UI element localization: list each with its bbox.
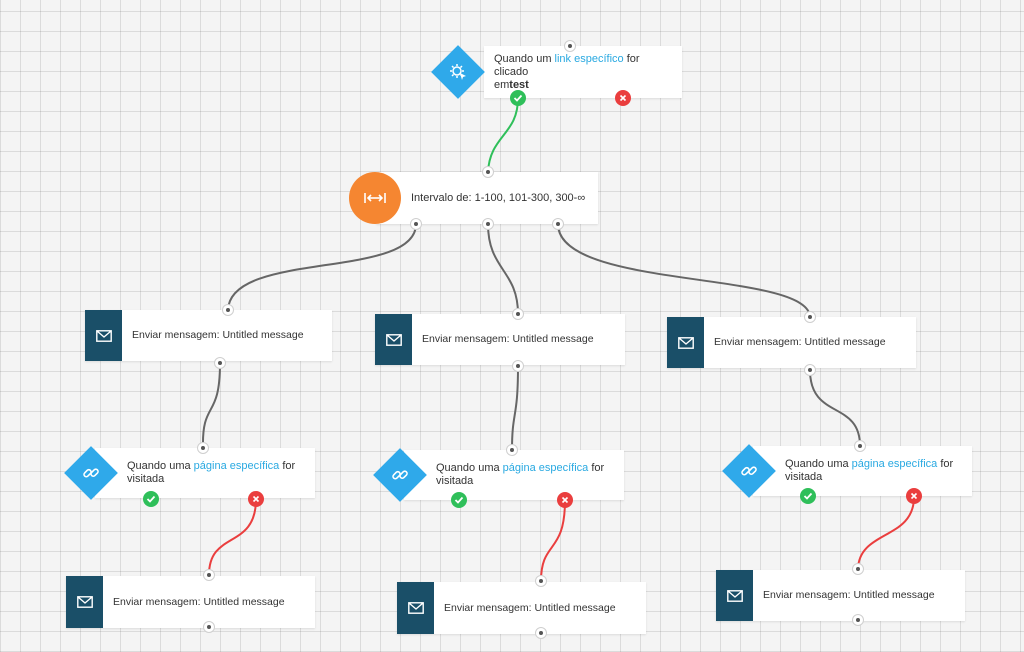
wire-message-1-to-condition-1 [201,362,221,448]
link-chain-icon [722,444,776,498]
followup-2-input-port[interactable] [535,575,547,587]
envelope-icon [375,314,412,365]
envelope-icon [667,317,704,368]
condition-1-link-text[interactable]: página específica [193,460,280,472]
split-label: Intervalo de: 1-100, 101-300, 300-∞ [411,191,586,204]
wire-split-branch-2 [487,223,519,315]
trigger-no-badge[interactable] [615,90,631,106]
wire-condition-1-no [208,498,257,576]
condition-1-no-badge[interactable] [248,491,264,507]
condition-2-no-badge[interactable] [557,492,573,508]
envelope-icon [85,310,122,361]
message-1-output-port[interactable] [214,357,226,369]
followup-label-3: Enviar mensagem: Untitled message [763,589,935,601]
split-card[interactable]: Intervalo de: 1-100, 101-300, 300-∞ [376,172,598,224]
trigger-campaign-name: test [509,78,529,91]
condition-1-input-port[interactable] [197,442,209,454]
wire-split-branch-1 [227,223,417,311]
split-output-port-3[interactable] [552,218,564,230]
message-card-3[interactable]: Enviar mensagem: Untitled message [667,317,916,368]
condition-card-1[interactable]: Quando uma página específica for visitad… [95,448,315,498]
envelope-icon [66,576,103,628]
followup-3-input-port[interactable] [852,563,864,575]
trigger-link-text[interactable]: link específico [554,52,624,65]
condition-2-link-text[interactable]: página específica [502,462,589,474]
condition-3-input-port[interactable] [854,440,866,452]
followup-3-output-port[interactable] [852,614,864,626]
wire-condition-3-no [857,496,915,570]
condition-card-3[interactable]: Quando uma página específica for visitad… [753,446,972,496]
followup-1-input-port[interactable] [203,569,215,581]
link-chain-icon [64,446,118,500]
link-chain-icon [373,448,427,502]
message-label-2: Enviar mensagem: Untitled message [422,333,594,345]
condition-3-no-badge[interactable] [906,488,922,504]
followup-message-card-1[interactable]: Enviar mensagem: Untitled message [66,576,315,628]
condition-1-yes-badge[interactable] [143,491,159,507]
envelope-icon [397,582,434,634]
wire-message-3-to-condition-3 [809,369,861,447]
condition-card-2[interactable]: Quando uma página específica for visitad… [404,450,624,500]
condition-2-input-port[interactable] [506,444,518,456]
message-card-2[interactable]: Enviar mensagem: Untitled message [375,314,625,365]
condition-3-yes-badge[interactable] [800,488,816,504]
followup-2-output-port[interactable] [535,627,547,639]
wire-message-2-to-condition-2 [511,365,519,451]
message-1-input-port[interactable] [222,304,234,316]
trigger-card[interactable]: Quando um link específico for clicado em… [484,46,682,98]
followup-label-1: Enviar mensagem: Untitled message [113,595,285,608]
message-2-output-port[interactable] [512,360,524,372]
followup-1-output-port[interactable] [203,621,215,633]
envelope-icon [716,570,753,621]
message-label-3: Enviar mensagem: Untitled message [714,336,886,348]
trigger-yes-badge[interactable] [510,90,526,106]
message-3-input-port[interactable] [804,311,816,323]
split-output-port-1[interactable] [410,218,422,230]
split-input-port[interactable] [482,166,494,178]
wire-trigger-yes [487,97,519,173]
message-2-input-port[interactable] [512,308,524,320]
condition-2-yes-badge[interactable] [451,492,467,508]
message-card-1[interactable]: Enviar mensagem: Untitled message [85,310,332,361]
trigger-input-port[interactable] [564,40,576,52]
wire-split-branch-3 [557,223,811,318]
split-circle[interactable] [349,172,401,224]
message-3-output-port[interactable] [804,364,816,376]
condition-3-link-text[interactable]: página específica [851,458,938,470]
gear-cursor-icon [431,45,485,99]
wire-condition-2-no [540,499,566,582]
split-output-port-2[interactable] [482,218,494,230]
message-label-1: Enviar mensagem: Untitled message [132,329,304,341]
range-arrows-icon [364,193,386,203]
followup-label-2: Enviar mensagem: Untitled message [444,601,616,614]
followup-message-card-3[interactable]: Enviar mensagem: Untitled message [716,570,965,621]
followup-message-card-2[interactable]: Enviar mensagem: Untitled message [397,582,646,634]
